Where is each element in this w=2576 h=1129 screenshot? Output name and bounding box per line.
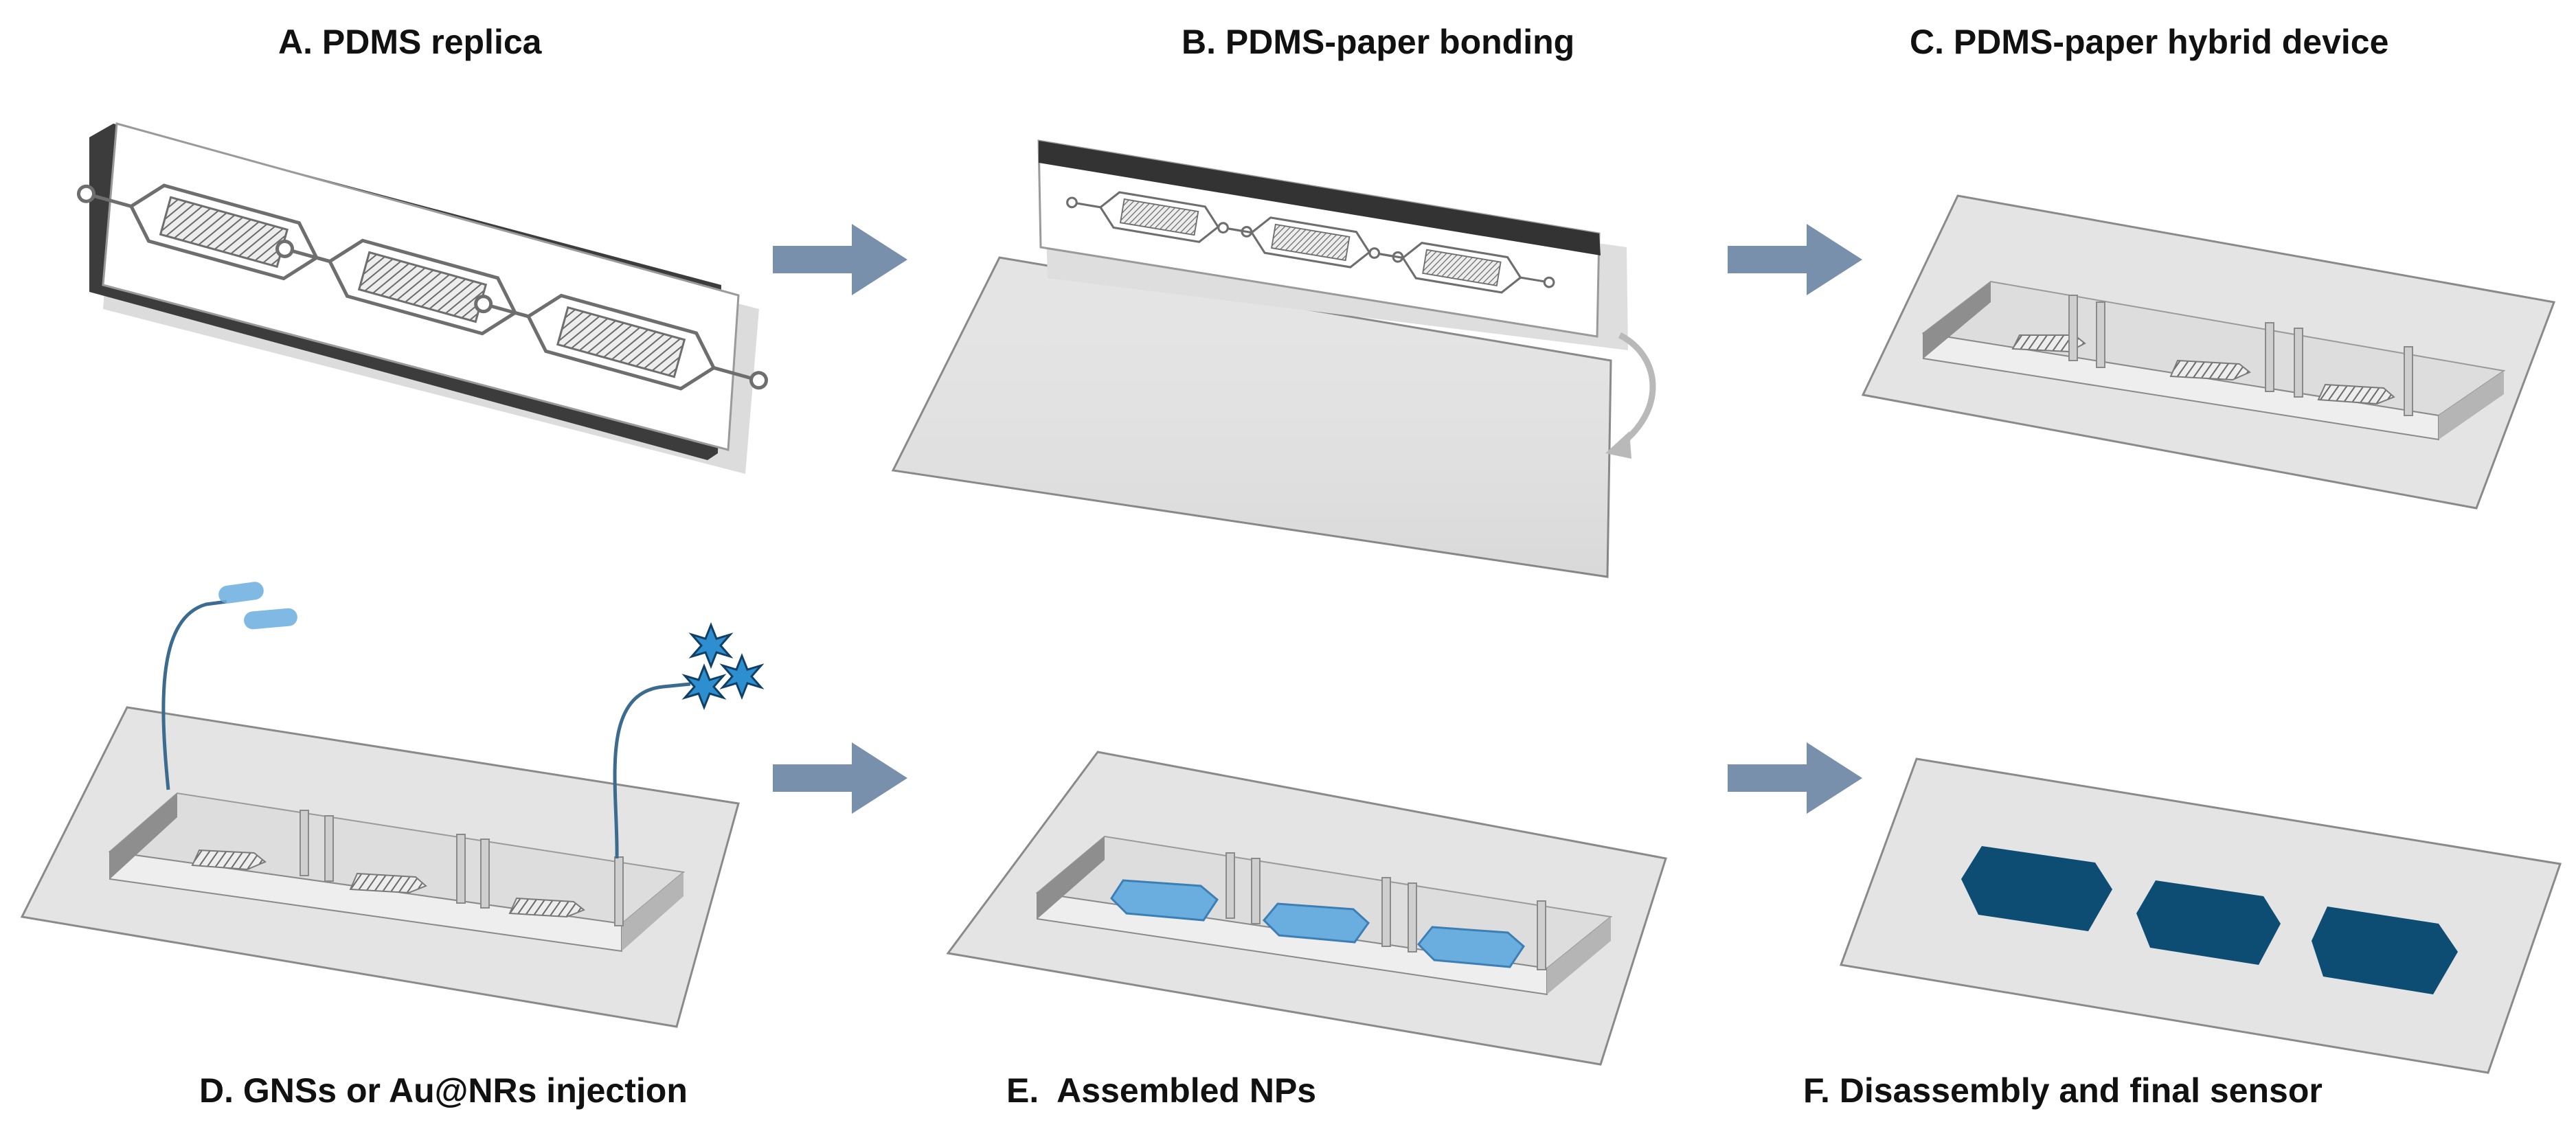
outlet-tube [613,682,691,859]
sensor-pads [1961,846,2458,994]
panel-title-e: E. Assembled NPs [1006,1071,1317,1110]
assembled-pdms-left-wall [1037,836,1105,919]
bonding-panel [891,139,1656,578]
injection-pdms-right-wall [622,872,683,951]
process-arrow-b-c [1728,224,1862,295]
panel-title-c: C. PDMS-paper hybrid device [1910,23,2389,61]
assembled-panel [946,751,1667,1066]
paper-shading [893,258,1611,577]
injection-pdms-left-wall [110,793,177,879]
injection-panel [20,582,762,1028]
panel-title-b: B. PDMS-paper bonding [1182,23,1575,61]
assembled-ports [1225,852,1546,970]
device-pdms-left-wall [1923,282,1991,358]
device-channels [2011,334,2395,405]
nanostar-icon [683,624,762,709]
device-ports [2068,295,2413,416]
curved-arrow-icon [1616,332,1656,449]
inlet-tube [161,600,227,790]
hybrid-device-panel [1861,194,2556,510]
panel-title-a: A. PDMS replica [278,23,542,61]
nanorod-icon [218,582,297,630]
panel-title-d: D. GNSs or Au@NRs injection [199,1071,688,1110]
process-arrow-e-f [1728,742,1862,814]
assembled-pdms-right-wall [1547,917,1611,994]
device-pdms-right-wall [2439,371,2504,440]
panel-title-f: F. Disassembly and final sensor [1803,1071,2323,1110]
injection-channels [191,849,585,918]
injection-ports [300,810,624,926]
pdms-replica-panel [71,122,774,474]
process-arrow-d-e [773,742,907,814]
process-arrow-a-b [773,224,907,295]
pdms-slab-dark-edge [1039,141,1601,255]
assembled-nanoparticle-pads [1110,879,1525,968]
final-sensor-panel [1839,757,2562,1074]
